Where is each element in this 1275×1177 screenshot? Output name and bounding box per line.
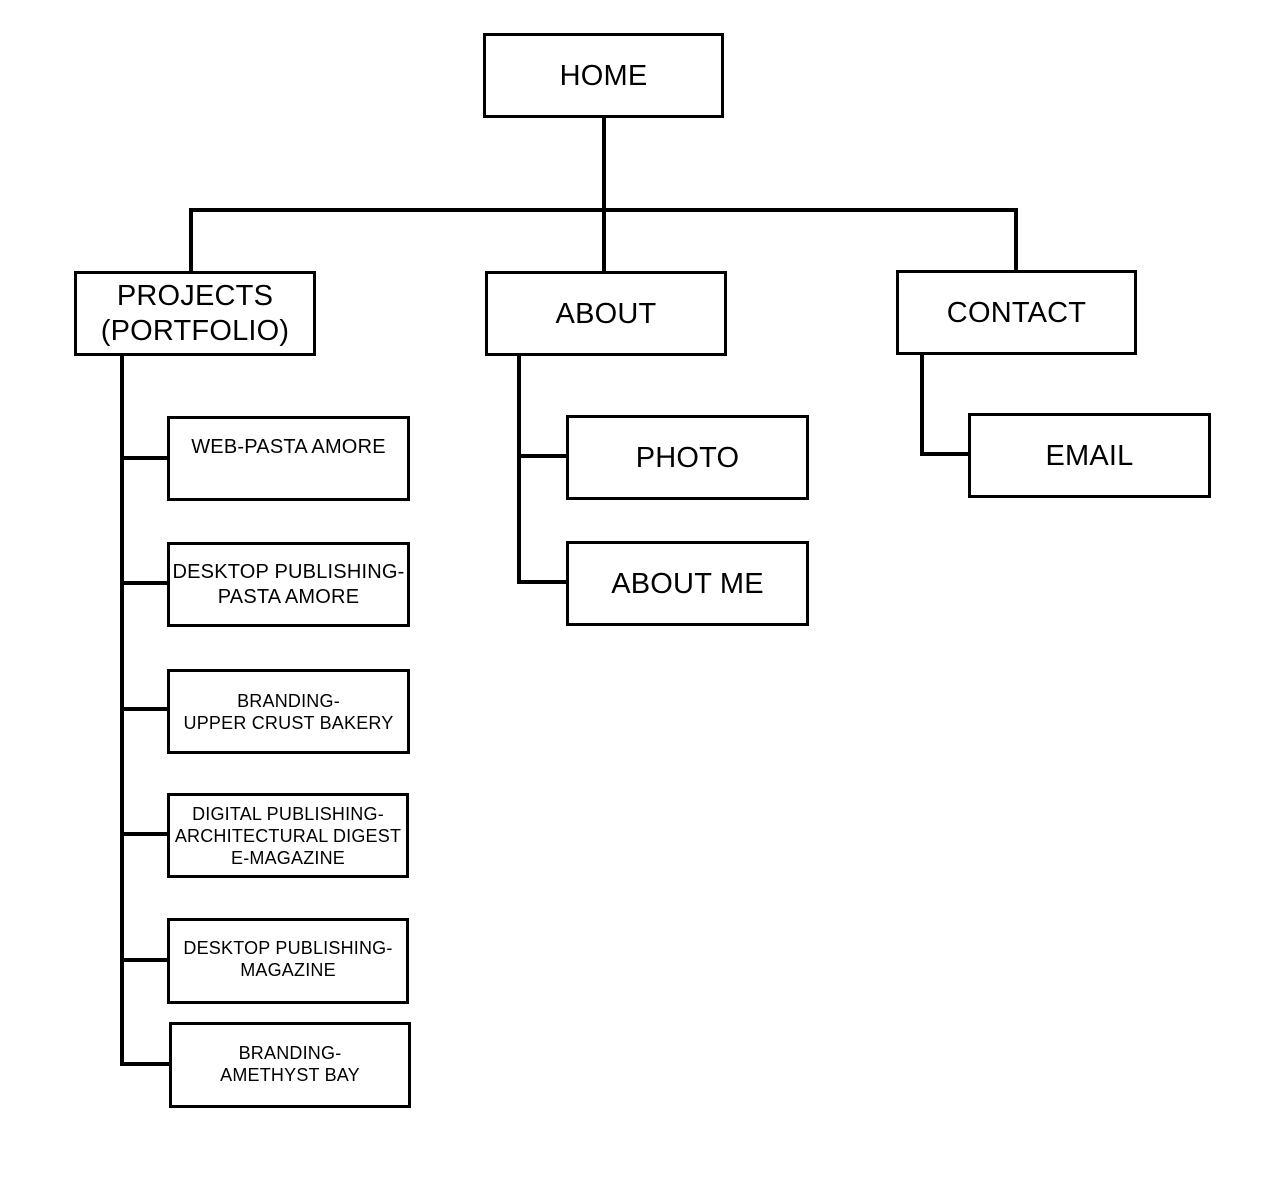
node-contact-item-label: EMAIL [1045,439,1134,472]
node-projects-label: PROJECTS (PORTFOLIO) [100,279,290,347]
node-projects: PROJECTS (PORTFOLIO) [74,271,316,356]
node-contact-item: EMAIL [968,413,1211,498]
node-contact: CONTACT [896,270,1137,355]
node-project-item: DIGITAL PUBLISHING- ARCHITECTURAL DIGEST… [167,793,409,878]
node-contact-label: CONTACT [946,296,1087,329]
node-project-item-label: BRANDING- UPPER CRUST BAKERY [183,690,394,733]
node-project-item-label: DIGITAL PUBLISHING- ARCHITECTURAL DIGEST… [174,803,402,868]
node-project-item: WEB-PASTA AMORE [167,416,410,501]
node-home-label: HOME [559,59,648,92]
node-project-item-label: WEB-PASTA AMORE [191,436,386,458]
node-project-item: BRANDING- AMETHYST BAY [169,1022,411,1108]
node-about-label: ABOUT [555,297,657,330]
node-project-item-label: DESKTOP PUBLISHING- MAGAZINE [183,938,393,980]
node-about-item: ABOUT ME [566,541,809,626]
node-about-item-label: ABOUT ME [611,567,764,600]
node-about-item: PHOTO [566,415,809,500]
node-project-item: BRANDING- UPPER CRUST BAKERY [167,669,410,754]
node-about-item-label: PHOTO [635,441,740,474]
node-project-item-label: DESKTOP PUBLISHING- PASTA AMORE [172,560,405,608]
node-project-item: DESKTOP PUBLISHING- MAGAZINE [167,918,409,1004]
node-home: HOME [483,33,724,118]
node-about: ABOUT [485,271,727,356]
node-project-item: DESKTOP PUBLISHING- PASTA AMORE [167,542,410,627]
node-project-item-label: BRANDING- AMETHYST BAY [220,1043,360,1085]
